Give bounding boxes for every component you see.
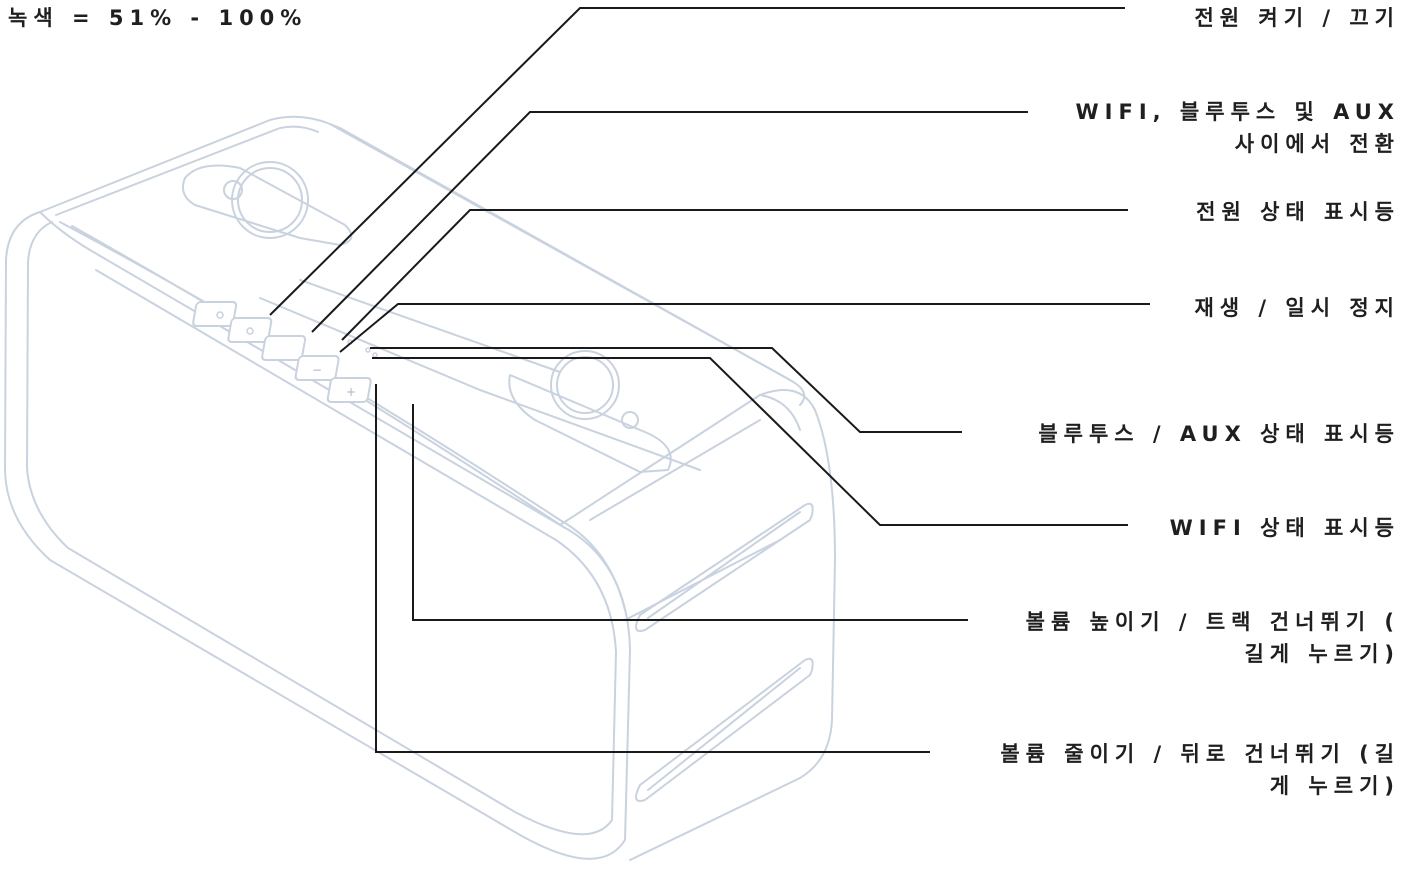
right-knob (550, 350, 620, 420)
leader-wifi-indicator (372, 357, 1128, 526)
power-button-icon (216, 311, 224, 319)
source-switch-button[interactable] (227, 317, 273, 343)
side-slot-upper (635, 502, 814, 632)
callout-switch-source: WIFI, 블루투스 및 AUX 사이에서 전환 (1075, 100, 1400, 156)
leader-power (269, 7, 1125, 316)
minus-icon: − (312, 363, 322, 377)
plus-icon: + (346, 385, 356, 399)
volume-down-button[interactable] (294, 355, 340, 381)
callout-volume-up: 볼륨 높이기 / 트랙 건너뛰기 ( 길게 누르기) (1025, 610, 1400, 666)
right-knob-plate (508, 374, 672, 473)
leader-volume-down (375, 384, 930, 753)
leader-power-indicator (341, 209, 1128, 341)
leader-switch-source (311, 111, 1028, 333)
leader-bt-aux-indicator (370, 347, 962, 433)
left-knob-plate (182, 164, 353, 246)
volume-up-button[interactable] (326, 377, 372, 403)
callout-volume-down: 볼륨 줄이기 / 뒤로 건너뛰기 (길 게 누르기) (1000, 742, 1400, 798)
callout-wifi-indicator: WIFI 상태 표시등 (1169, 516, 1400, 540)
wifi-status-led (372, 352, 378, 358)
speaker-side-face (559, 389, 836, 861)
switch-button-icon (246, 327, 254, 335)
speaker-top-surface (39, 115, 806, 406)
play-pause-button[interactable] (261, 335, 307, 361)
left-knob (231, 161, 309, 239)
callout-bt-aux-indicator: 블루투스 / AUX 상태 표시등 (1038, 422, 1400, 446)
speaker-front-face (4, 211, 631, 860)
leader-play-pause (339, 303, 1150, 353)
callout-play-pause: 재생 / 일시 정지 (1194, 296, 1400, 320)
power-button[interactable] (192, 301, 238, 327)
leader-volume-up (412, 404, 968, 621)
battery-legend: 녹색 = 51% - 100% (8, 6, 308, 30)
bt-status-led (365, 347, 371, 353)
callout-power-indicator: 전원 상태 표시등 (1196, 200, 1400, 224)
callout-power: 전원 켜기 / 끄기 (1194, 6, 1400, 30)
side-slot-lower (635, 657, 814, 802)
